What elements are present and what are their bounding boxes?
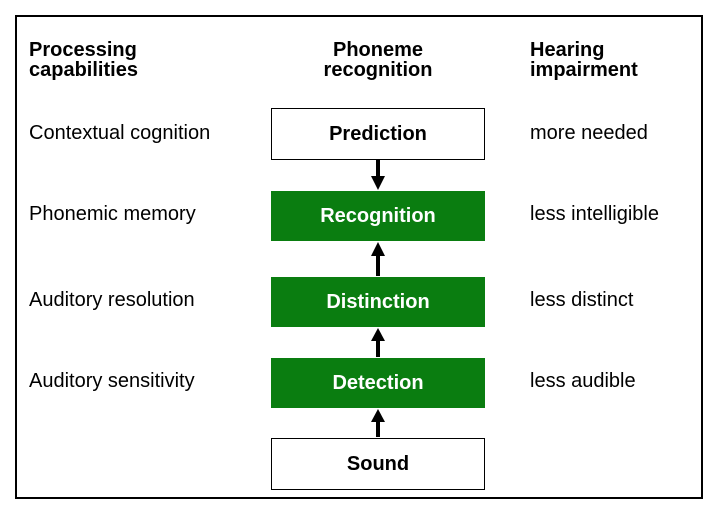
- stage-recognition: Recognition: [271, 191, 485, 241]
- impairment-more-needed: more needed: [530, 122, 648, 144]
- header-phoneme-recognition: Phoneme recognition: [296, 40, 460, 80]
- arrow-down-icon: [371, 160, 385, 190]
- capability-contextual-cognition: Contextual cognition: [29, 122, 211, 144]
- arrow-up-icon: [371, 409, 385, 437]
- arrow-up-icon: [371, 328, 385, 357]
- stage-sound: Sound: [271, 438, 485, 490]
- header-line: capabilities: [29, 59, 138, 81]
- capability-auditory-sensitivity: Auditory sensitivity: [29, 370, 195, 392]
- stage-detection: Detection: [271, 358, 485, 408]
- header-line: Processing: [29, 39, 137, 61]
- stage-distinction: Distinction: [271, 277, 485, 327]
- impairment-less-distinct: less distinct: [530, 289, 634, 311]
- arrow-up-icon: [371, 242, 385, 276]
- header-hearing-impairment: Hearing impairment: [530, 40, 638, 80]
- impairment-less-audible: less audible: [530, 370, 636, 392]
- header-line: impairment: [530, 59, 638, 81]
- header-line: Phoneme: [332, 39, 424, 61]
- header-processing-capabilities: Processing capabilities: [29, 40, 138, 80]
- impairment-less-intelligible: less intelligible: [530, 203, 659, 225]
- diagram-frame: [15, 15, 703, 499]
- stage-prediction: Prediction: [271, 108, 485, 160]
- capability-auditory-resolution: Auditory resolution: [29, 289, 195, 311]
- capability-phonemic-memory: Phonemic memory: [29, 203, 196, 225]
- header-line: recognition: [323, 59, 433, 81]
- header-line: Hearing: [530, 39, 605, 61]
